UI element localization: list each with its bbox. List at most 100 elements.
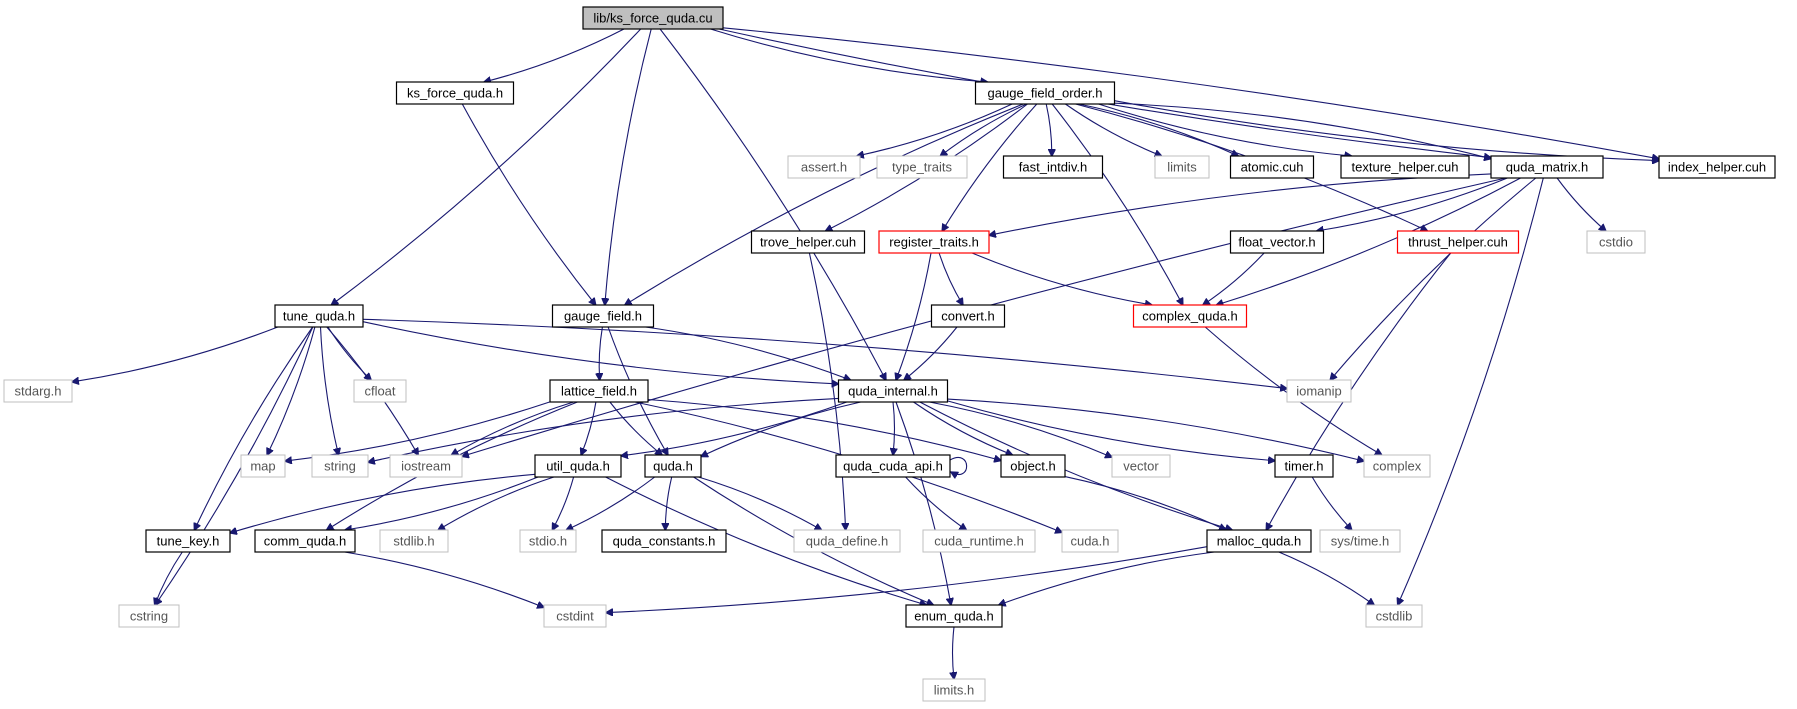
node-tune-quda-h[interactable]: tune_quda.h	[274, 304, 364, 328]
node-label-timer-h: timer.h	[1284, 459, 1323, 474]
node-box-iostream	[389, 454, 463, 478]
edge-malloc_quda_h-to-cstdint	[606, 546, 1208, 613]
node-box-stdio-h	[519, 529, 577, 553]
node-box-assert-h	[787, 155, 861, 179]
edge-quda_internal_h-to-quda_cuda_api_h	[893, 401, 895, 455]
node-register-traits-h[interactable]: register_traits.h	[878, 230, 990, 254]
node-box-lattice-field-h	[549, 379, 649, 403]
node-gauge-field-h[interactable]: gauge_field.h	[551, 304, 655, 328]
edge-root-to-quda_internal_h	[659, 28, 886, 380]
node-timer-h[interactable]: timer.h	[1274, 454, 1334, 478]
edge-gauge_field_h-to-quda_internal_h	[645, 326, 851, 380]
node-box-map	[240, 454, 286, 478]
edge-quda_matrix_h-to-cstdlib	[1398, 177, 1544, 605]
edge-gauge_field_order_h-to-fast_intdiv_h	[1045, 103, 1052, 156]
node-label-sys-time-h: sys/time.h	[1331, 534, 1390, 549]
node-box-quda-cuda-api-h	[835, 454, 951, 478]
node-util-quda-h[interactable]: util_quda.h	[534, 454, 622, 478]
node-root[interactable]: lib/ks_force_quda.cu	[582, 6, 724, 30]
node-label-convert-h: convert.h	[941, 309, 994, 324]
node-trove-helper-cuh[interactable]: trove_helper.cuh	[750, 230, 866, 254]
node-box-complex-quda-h	[1132, 304, 1248, 328]
node-cfloat: cfloat	[353, 379, 407, 403]
node-box-timer-h	[1274, 454, 1334, 478]
edge-util_quda_h-to-tune_key_h	[230, 473, 536, 533]
edge-root-to-gauge_field_h	[605, 28, 652, 305]
edge-enum_quda_h-to-limits_h	[953, 626, 955, 679]
node-quda-h[interactable]: quda.h	[644, 454, 702, 478]
edge-quda_internal_h-to-vector	[929, 401, 1112, 457]
node-complex-quda-h[interactable]: complex_quda.h	[1132, 304, 1248, 328]
node-vector: vector	[1111, 454, 1171, 478]
edge-quda_internal_h-to-complex	[947, 398, 1365, 461]
edge-gauge_field_order_h-to-type_traits	[940, 103, 1027, 156]
node-enum-quda-h[interactable]: enum_quda.h	[905, 604, 1003, 628]
node-fast-intdiv-h[interactable]: fast_intdiv.h	[1002, 155, 1104, 179]
edge-quda_matrix_h-to-iomanip	[1330, 177, 1537, 380]
edge-tune_quda_h-to-tune_key_h	[194, 326, 314, 530]
node-label-register-traits-h: register_traits.h	[889, 235, 979, 250]
node-thrust-helper-cuh[interactable]: thrust_helper.cuh	[1396, 230, 1520, 254]
node-texture-helper-cuh[interactable]: texture_helper.cuh	[1340, 155, 1470, 179]
node-cstdlib: cstdlib	[1365, 604, 1423, 628]
edge-register_traits_h-to-quda_internal_h	[896, 252, 932, 380]
edge-util_quda_h-to-enum_quda_h	[605, 476, 927, 605]
node-quda-matrix-h[interactable]: quda_matrix.h	[1490, 155, 1604, 179]
node-string: string	[311, 454, 369, 478]
node-label-root: lib/ks_force_quda.cu	[593, 11, 712, 26]
node-box-quda-h	[644, 454, 702, 478]
edge-quda_matrix_h-to-complex_quda_h	[1216, 177, 1521, 305]
node-ks-force-quda-h[interactable]: ks_force_quda.h	[395, 81, 515, 105]
node-box-limits	[1154, 155, 1210, 179]
node-box-cstring	[118, 604, 180, 628]
node-box-complex	[1363, 454, 1431, 478]
node-malloc-quda-h[interactable]: malloc_quda.h	[1206, 529, 1312, 553]
node-box-gauge-field-order-h	[974, 81, 1116, 105]
node-label-map: map	[250, 459, 275, 474]
node-atomic-cuh[interactable]: atomic.cuh	[1229, 155, 1315, 179]
node-label-trove-helper-cuh: trove_helper.cuh	[760, 235, 856, 250]
node-float-vector-h[interactable]: float_vector.h	[1229, 230, 1325, 254]
edge-gauge_field_order_h-to-assert_h	[857, 103, 1013, 156]
node-gauge-field-order-h[interactable]: gauge_field_order.h	[974, 81, 1116, 105]
node-box-texture-helper-cuh	[1340, 155, 1470, 179]
node-comm-quda-h[interactable]: comm_quda.h	[254, 529, 356, 553]
node-tune-key-h[interactable]: tune_key.h	[145, 529, 231, 553]
edge-tune_quda_h-to-stdarg_h	[72, 326, 278, 382]
node-label-thrust-helper-cuh: thrust_helper.cuh	[1408, 235, 1508, 250]
node-box-root	[582, 6, 724, 30]
node-box-sys-time-h	[1319, 529, 1401, 553]
node-limits: limits	[1154, 155, 1210, 179]
node-box-fast-intdiv-h	[1002, 155, 1104, 179]
node-quda-internal-h[interactable]: quda_internal.h	[837, 379, 949, 403]
edge-root-to-ks_force_quda_h	[484, 28, 625, 82]
edge-quda_internal_h-to-malloc_quda_h	[919, 401, 1232, 530]
edge-lattice_field_h-to-object_h	[647, 398, 1001, 461]
edge-quda_matrix_h-to-float_vector_h	[1317, 177, 1508, 231]
node-convert-h[interactable]: convert.h	[930, 304, 1006, 328]
node-label-cstdio: cstdio	[1599, 235, 1633, 250]
node-box-ks-force-quda-h	[395, 81, 515, 105]
node-box-quda-matrix-h	[1490, 155, 1604, 179]
node-quda-constants-h[interactable]: quda_constants.h	[601, 529, 727, 553]
node-object-h[interactable]: object.h	[1000, 454, 1066, 478]
node-box-limits-h	[922, 678, 986, 702]
node-box-object-h	[1000, 454, 1066, 478]
node-label-cuda-runtime-h: cuda_runtime.h	[934, 534, 1024, 549]
edge-gauge_field_h-to-lattice_field_h	[599, 326, 602, 380]
node-label-complex-quda-h: complex_quda.h	[1142, 309, 1237, 324]
node-index-helper-cuh[interactable]: index_helper.cuh	[1658, 155, 1776, 179]
node-lattice-field-h[interactable]: lattice_field.h	[549, 379, 649, 403]
node-iostream: iostream	[389, 454, 463, 478]
node-quda-cuda-api-h[interactable]: quda_cuda_api.h	[835, 454, 951, 478]
node-box-tune-quda-h	[274, 304, 364, 328]
edge-lattice_field_h-to-util_quda_h	[581, 401, 597, 455]
node-label-util-quda-h: util_quda.h	[546, 459, 610, 474]
node-label-complex: complex	[1373, 459, 1422, 474]
edge-thrust_helper_cuh-to-malloc_quda_h	[1266, 252, 1452, 530]
node-label-vector: vector	[1123, 459, 1159, 474]
node-box-tune-key-h	[145, 529, 231, 553]
node-label-malloc-quda-h: malloc_quda.h	[1217, 534, 1302, 549]
node-iomanip: iomanip	[1286, 379, 1352, 403]
